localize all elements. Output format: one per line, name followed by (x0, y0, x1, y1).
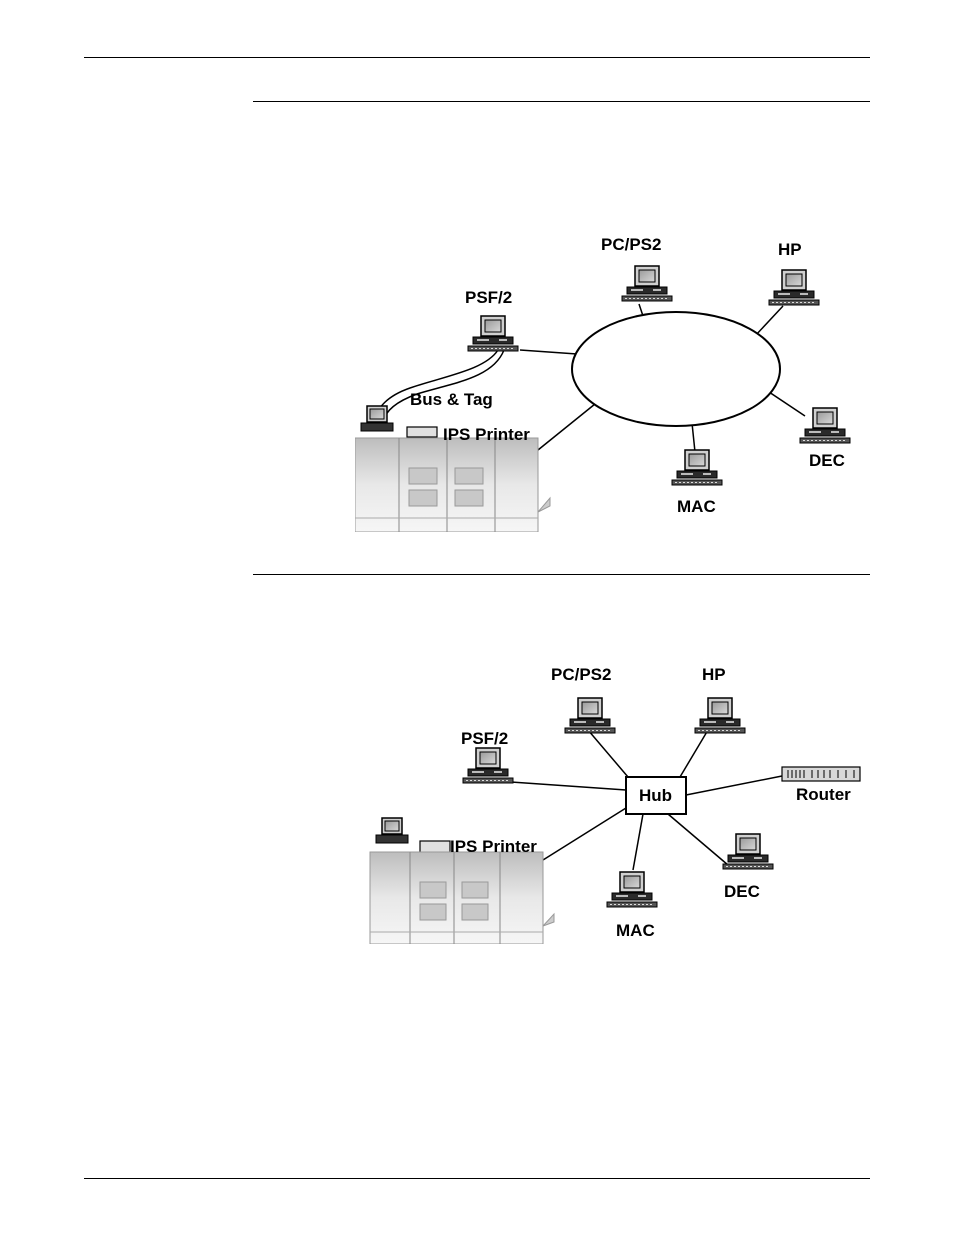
label-hp: HP (702, 665, 726, 684)
link-printer-hub (543, 808, 626, 860)
label-dec: DEC (724, 882, 760, 901)
label-ips-printer: IPS Printer (443, 425, 530, 444)
pc-icon (672, 450, 722, 485)
pc-icon (468, 316, 518, 351)
link-psf2-ring (520, 350, 577, 354)
link-router-hub (686, 776, 782, 795)
pc-icon (769, 270, 819, 305)
pc-icon (565, 698, 615, 733)
pc-icon (800, 408, 850, 443)
footer-rule (84, 1178, 870, 1179)
label-hp: HP (778, 240, 802, 259)
label-dec: DEC (809, 451, 845, 470)
label-ips-printer: IPS Printer (450, 837, 537, 856)
bus-tag-cable-1 (375, 350, 498, 420)
pc-icon (723, 834, 773, 869)
link-psf2-hub (511, 782, 626, 790)
label-psf2: PSF/2 (461, 729, 508, 748)
label-mac: MAC (616, 921, 655, 940)
link-hp-ring (755, 306, 783, 336)
link-pcps2-hub (588, 730, 628, 777)
figure-divider-rule (253, 574, 870, 575)
label-router: Router (796, 785, 851, 804)
label-bus-tag: Bus & Tag (410, 390, 493, 409)
ring-network-diagram: PC/PS2 HP PSF/2 Bus & Tag IPS Printer DE… (355, 228, 860, 532)
label-psf2: PSF/2 (465, 288, 512, 307)
figure-top-rule (253, 101, 870, 102)
link-hp-hub (680, 730, 708, 777)
link-printer-ring (538, 404, 595, 450)
star-network-diagram: Hub PC/PS2 HP PSF/2 Ro (368, 660, 862, 944)
header-rule (84, 57, 870, 58)
label-mac: MAC (677, 497, 716, 516)
network-ring (572, 312, 780, 426)
link-dec-hub (668, 814, 728, 865)
pc-icon (622, 266, 672, 301)
link-mac-hub (633, 814, 643, 870)
router-icon (782, 767, 860, 781)
label-pcps2: PC/PS2 (551, 665, 611, 684)
link-mac-ring (692, 423, 695, 452)
label-pcps2: PC/PS2 (601, 235, 661, 254)
pc-icon (607, 872, 657, 907)
label-hub: Hub (639, 786, 672, 805)
pc-icon (463, 748, 513, 783)
pc-icon (695, 698, 745, 733)
